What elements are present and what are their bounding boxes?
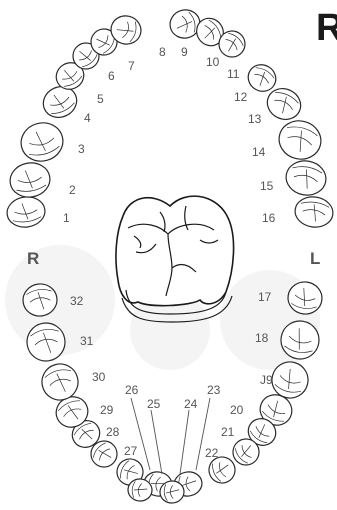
incisor-leader-lines (131, 398, 210, 474)
tooth-number-label: 1 (63, 211, 70, 225)
right-side-label: R (27, 249, 39, 268)
tooth-number-label: 21 (221, 425, 235, 439)
tooth-number-label: 26 (125, 383, 139, 397)
tooth-2 (7, 160, 52, 200)
tooth-number-label: 17 (258, 290, 272, 304)
tooth-number-label: 2 (69, 183, 76, 197)
tooth-number-label: 22 (205, 446, 219, 460)
tooth-number-label: 31 (80, 334, 94, 348)
tooth-number-label: 24 (184, 397, 198, 411)
tooth-number-label: 18 (255, 331, 269, 345)
tooth-number-label: 30 (92, 370, 106, 384)
tooth-number-label: 7 (128, 59, 135, 73)
tooth-number-label: 16 (262, 211, 276, 225)
tooth-number-label: 25 (147, 397, 161, 411)
tooth-3 (17, 118, 67, 166)
tooth-15 (283, 158, 328, 198)
tooth-1 (5, 195, 47, 230)
left-side-label: L (310, 249, 320, 268)
tooth-number-label: 6 (108, 69, 115, 83)
tooth-number-label: 29 (100, 403, 114, 417)
tooth-number-label: 14 (252, 145, 266, 159)
tooth-number-label: 32 (70, 294, 84, 308)
tooth-number-label: 28 (106, 425, 120, 439)
leader-line (180, 410, 189, 474)
tooth-number-label: 11 (227, 67, 240, 81)
tooth-number-label: 15 (260, 179, 274, 193)
tooth-number-label: J9 (260, 373, 273, 387)
tooth-number-label: 10 (206, 55, 220, 69)
molar-icon (116, 196, 234, 322)
tooth-number-label: 23 (207, 383, 221, 397)
tooth-number-label: 20 (230, 403, 244, 417)
tooth-number-label: 4 (84, 111, 91, 125)
tooth-number-label: 9 (181, 45, 188, 59)
leader-line (151, 410, 162, 474)
tooth-16 (293, 195, 335, 230)
tooth-number-label: 12 (234, 90, 248, 104)
tooth-number-label: 3 (78, 142, 85, 156)
tooth-number-label: 5 (97, 92, 104, 106)
corner-letter: R (316, 7, 337, 49)
tooth-14 (275, 116, 325, 164)
tooth-number-label: 8 (159, 45, 166, 59)
tooth-number-label: 27 (124, 444, 138, 458)
tooth-number-label: 13 (248, 112, 262, 126)
